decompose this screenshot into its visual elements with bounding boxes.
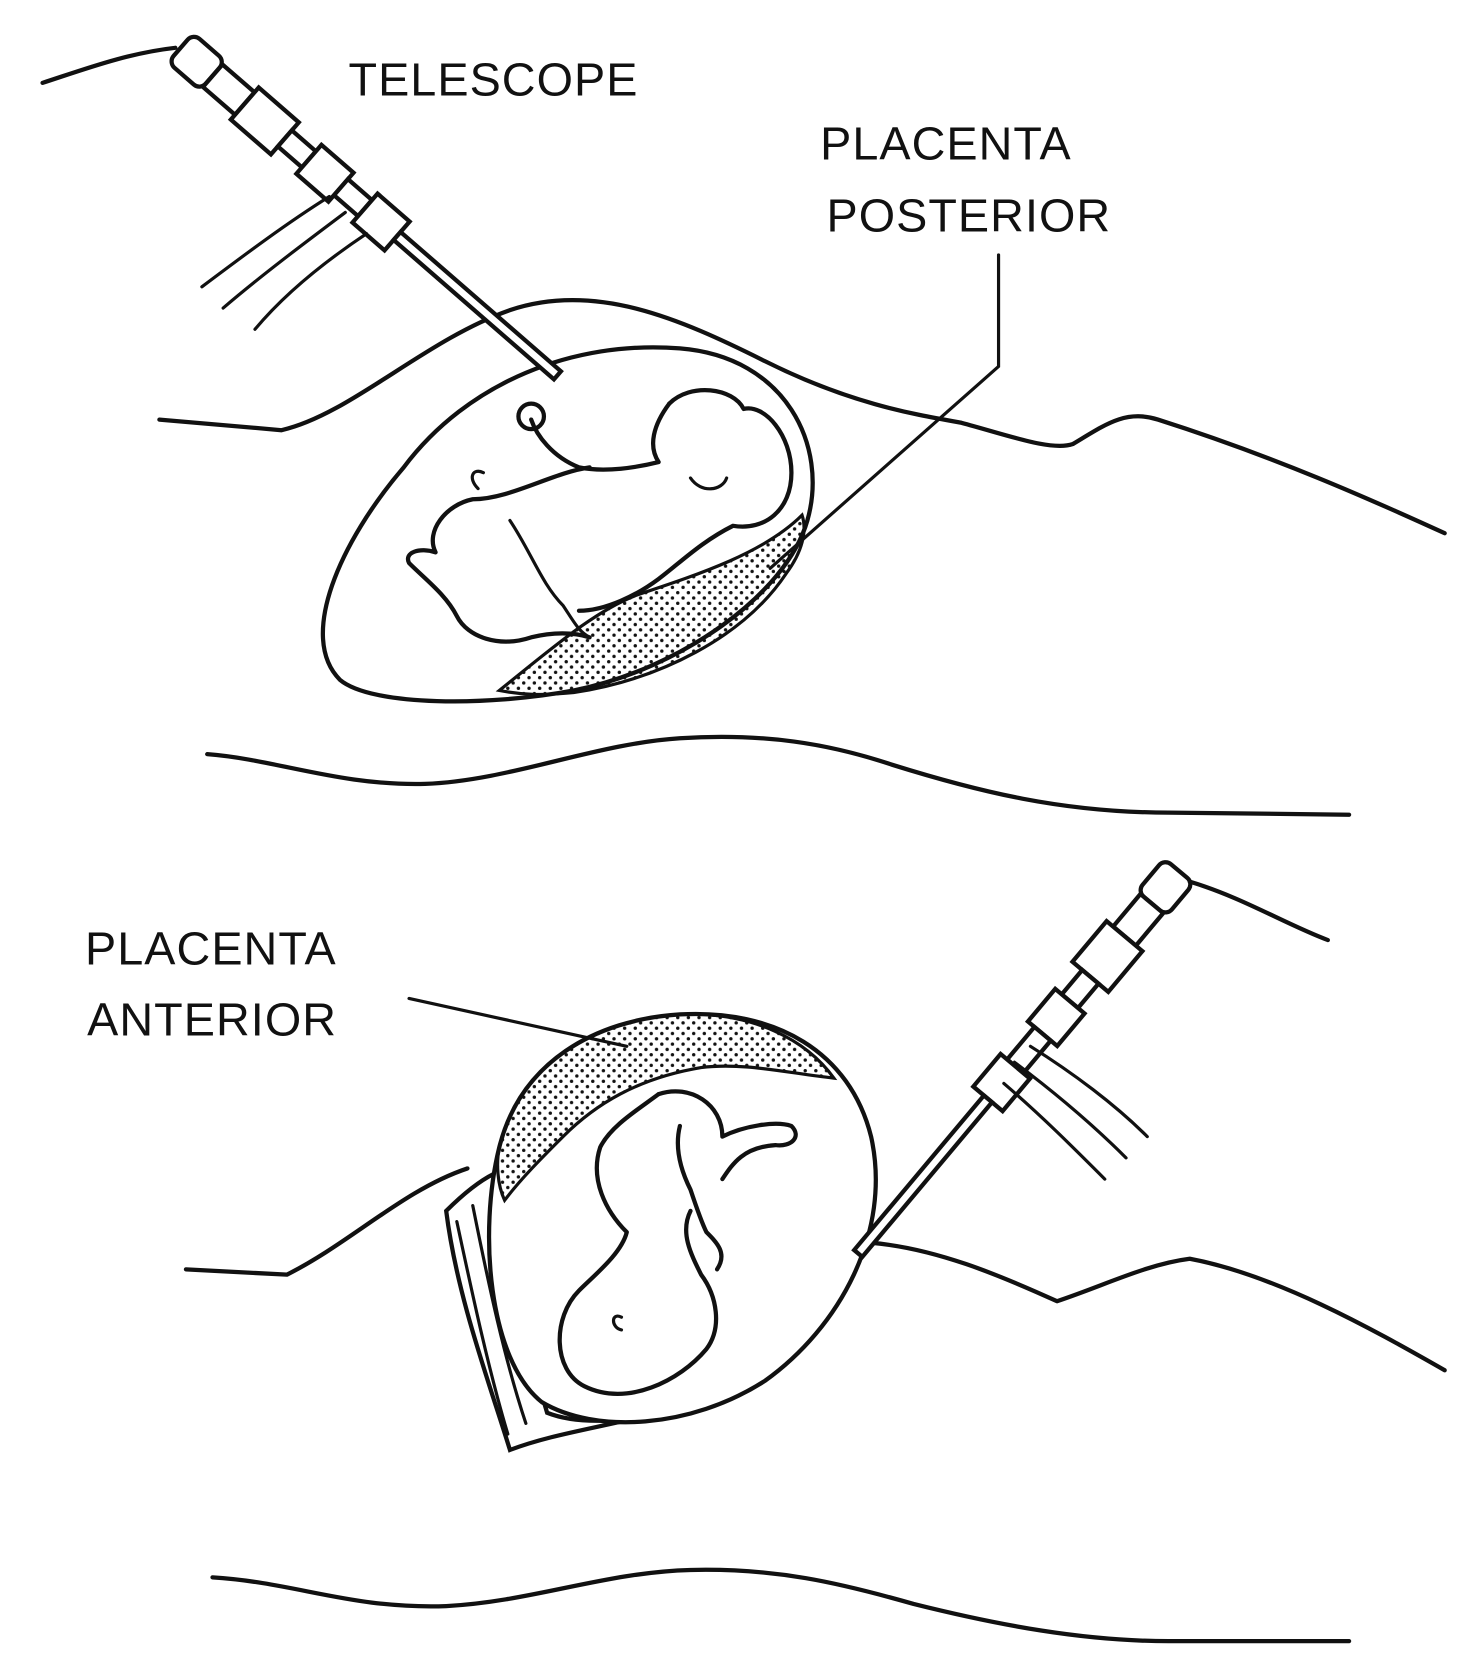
leader-placenta-posterior (768, 253, 1001, 570)
back-outline-bottom (210, 1567, 1352, 1644)
back-outline-top (205, 734, 1352, 817)
bottom-panel-anterior (183, 860, 1447, 1644)
telescope-bottom (851, 860, 1193, 1260)
light-cables-bottom (1002, 1044, 1149, 1181)
telescope-top (169, 34, 564, 383)
label-placenta-posterior-2: POSTERIOR (826, 190, 1111, 242)
label-placenta-posterior-1: PLACENTA (820, 117, 1072, 169)
abdomen-outline-bottom (183, 1166, 1447, 1373)
telescope-cable-top (40, 45, 178, 85)
label-telescope: TELESCOPE (348, 54, 638, 106)
placenta-posterior (495, 512, 806, 696)
abdomen-outline-top (157, 297, 1447, 536)
label-placenta-anterior-1: PLACENTA (85, 922, 337, 974)
light-cables-top (200, 194, 369, 331)
leader-placenta-anterior (407, 996, 629, 1048)
telescope-cable-bottom (1187, 879, 1330, 943)
fetus-top (405, 388, 794, 644)
placenta-anterior (496, 1012, 838, 1204)
label-placenta-anterior-2: ANTERIOR (87, 994, 337, 1046)
top-panel-posterior (40, 34, 1447, 817)
fetus-bottom (557, 1089, 798, 1396)
